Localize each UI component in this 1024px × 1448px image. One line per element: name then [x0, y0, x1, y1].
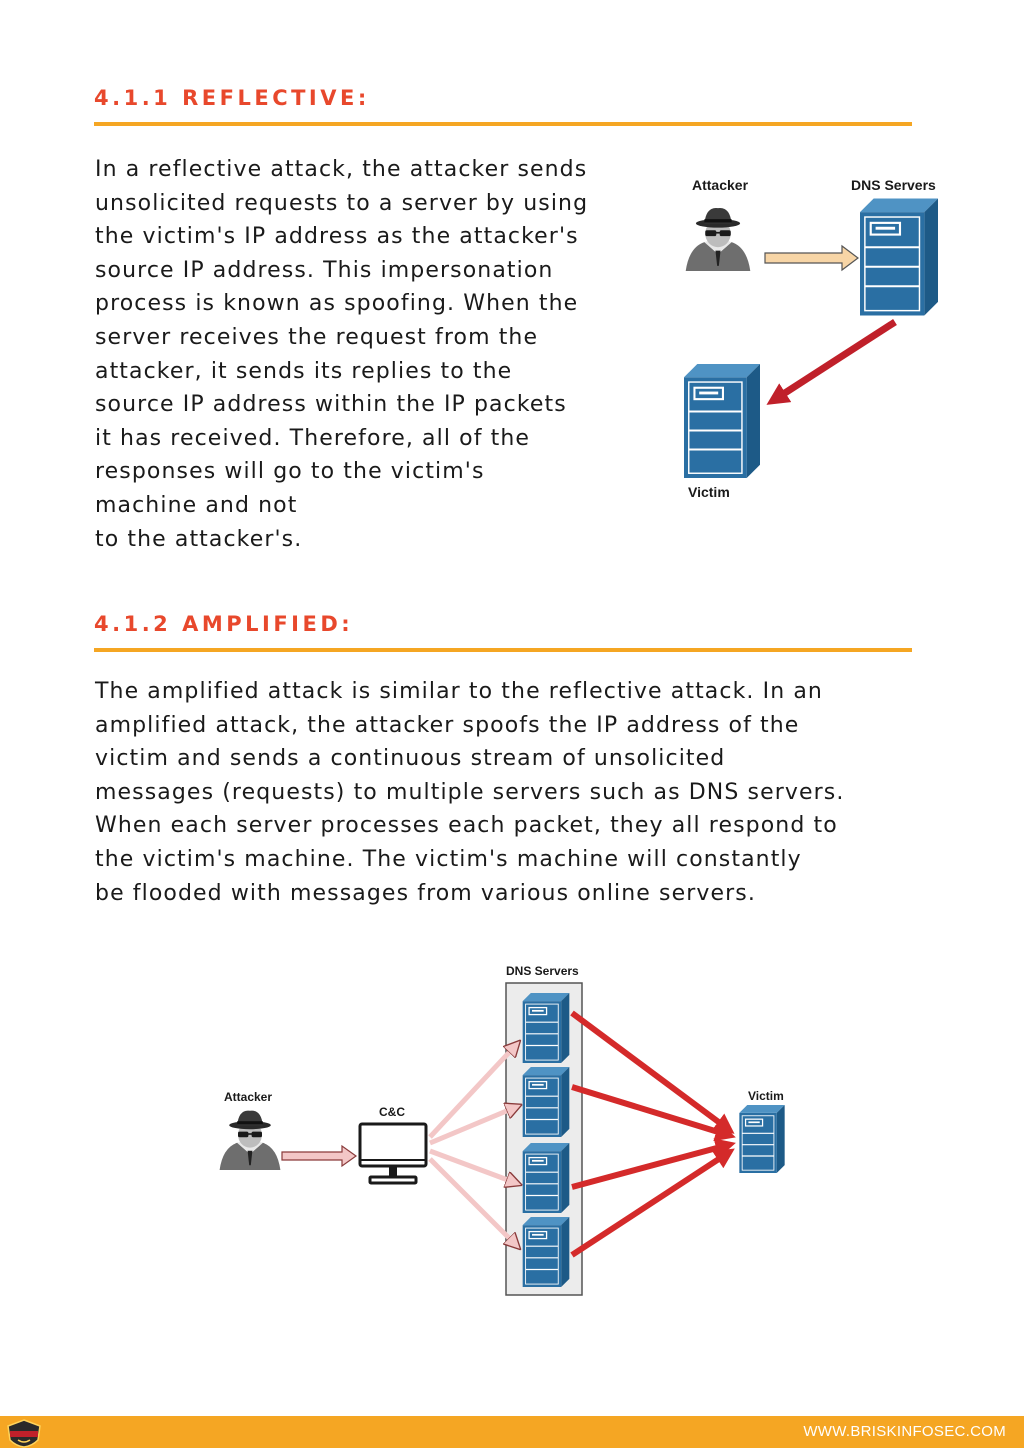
- attacker-icon: [685, 207, 751, 271]
- attacker-to-cc-arrow: [281, 1144, 358, 1168]
- attacker-label: Attacker: [692, 177, 749, 193]
- heading-rule-amplified: [94, 648, 912, 652]
- section-heading-amplified: 4.1.2 AMPLIFIED:: [94, 612, 354, 636]
- amplified-paragraph: The amplified attack is similar to the r…: [95, 679, 845, 906]
- dns-server-icon-2: [521, 1067, 571, 1137]
- dns-server-icon: [860, 198, 938, 316]
- attacker-label: Attacker: [224, 1090, 272, 1104]
- heading-rule-reflective: [94, 122, 912, 126]
- amplified-attack-diagram: DNS Servers Attacker C&C Victim: [219, 964, 786, 1296]
- reflective-attack-diagram: Attacker DNS Servers Victim: [684, 177, 938, 500]
- server-to-victim-arrows: [570, 1010, 736, 1258]
- company-logo-icon: [7, 1419, 41, 1448]
- section-heading-reflective: 4.1.1 REFLECTIVE:: [94, 86, 370, 110]
- dns-server-icon-1: [521, 993, 571, 1063]
- dns-server-icon-3: [521, 1143, 571, 1213]
- reply-arrow: [766, 319, 897, 405]
- request-arrow: [764, 244, 859, 272]
- victim-server-icon: [738, 1105, 786, 1173]
- footer-url[interactable]: WWW.BRISKINFOSEC.COM: [803, 1423, 1006, 1440]
- victim-server-icon: [684, 362, 760, 480]
- footer-bar: WWW.BRISKINFOSEC.COM: [0, 1416, 1024, 1448]
- cc-monitor-icon: [358, 1122, 428, 1185]
- cc-to-server-arrows: [428, 1045, 516, 1245]
- victim-label: Victim: [688, 484, 730, 500]
- reflective-paragraph: In a reflective attack, the attacker sen…: [95, 157, 589, 552]
- dns-server-icon-4: [521, 1217, 571, 1287]
- victim-label: Victim: [748, 1089, 784, 1103]
- dns-servers-label: DNS Servers: [506, 964, 579, 978]
- dns-servers-label: DNS Servers: [851, 177, 936, 193]
- cc-label: C&C: [379, 1105, 405, 1119]
- attacker-icon: [219, 1110, 281, 1170]
